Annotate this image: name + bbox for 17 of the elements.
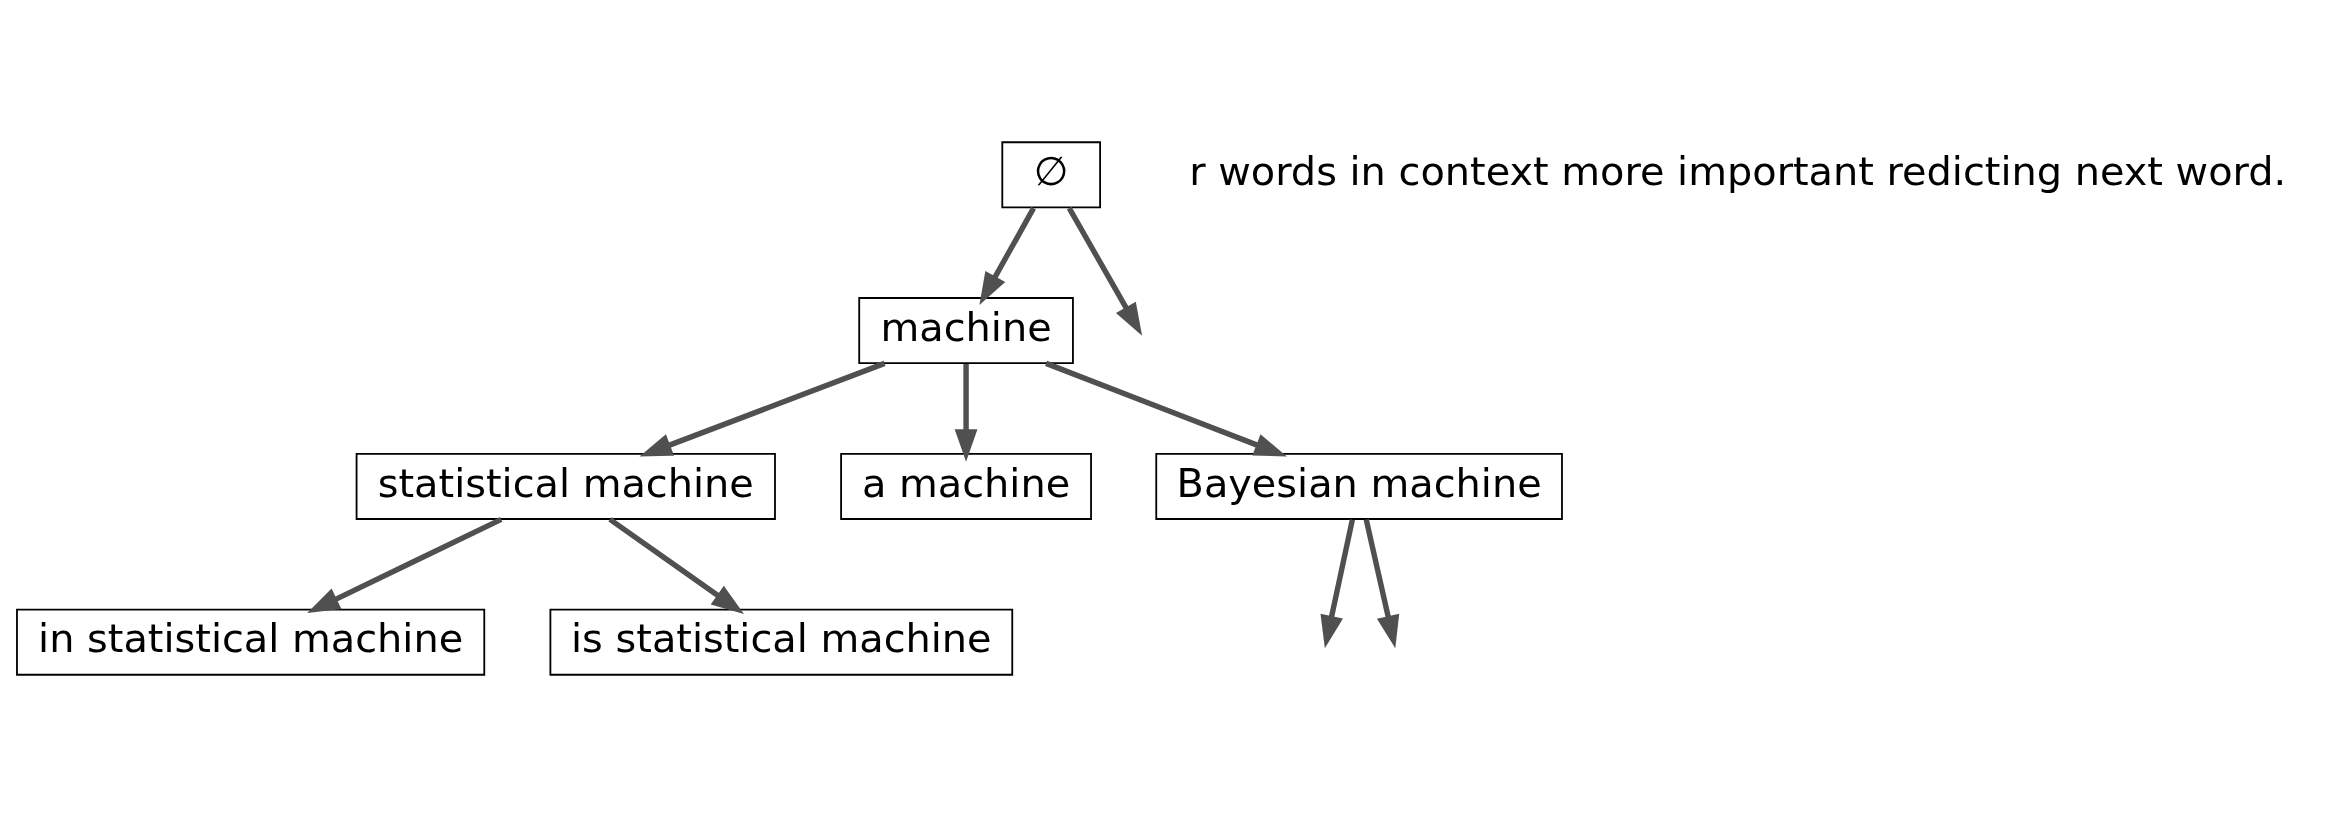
arrow bbox=[1066, 206, 1143, 336]
arrow bbox=[1363, 519, 1400, 649]
node-box: a machine bbox=[840, 452, 1092, 520]
arrow bbox=[979, 206, 1036, 305]
node-box: statistical machine bbox=[355, 452, 776, 520]
arrow bbox=[1320, 519, 1355, 649]
node-box: machine bbox=[858, 297, 1074, 365]
arrow bbox=[954, 363, 978, 462]
arrow bbox=[307, 516, 503, 614]
arrow bbox=[1045, 360, 1287, 457]
node-box: ∅ bbox=[1001, 141, 1101, 209]
label: r words in context more important redicting next word. bbox=[1189, 147, 2287, 194]
node-box: is statistical machine bbox=[549, 608, 1014, 676]
arrow bbox=[608, 517, 744, 614]
arrow bbox=[639, 360, 886, 457]
node-box: in statistical machine bbox=[16, 608, 486, 676]
node-box: Bayesian machine bbox=[1155, 452, 1563, 520]
